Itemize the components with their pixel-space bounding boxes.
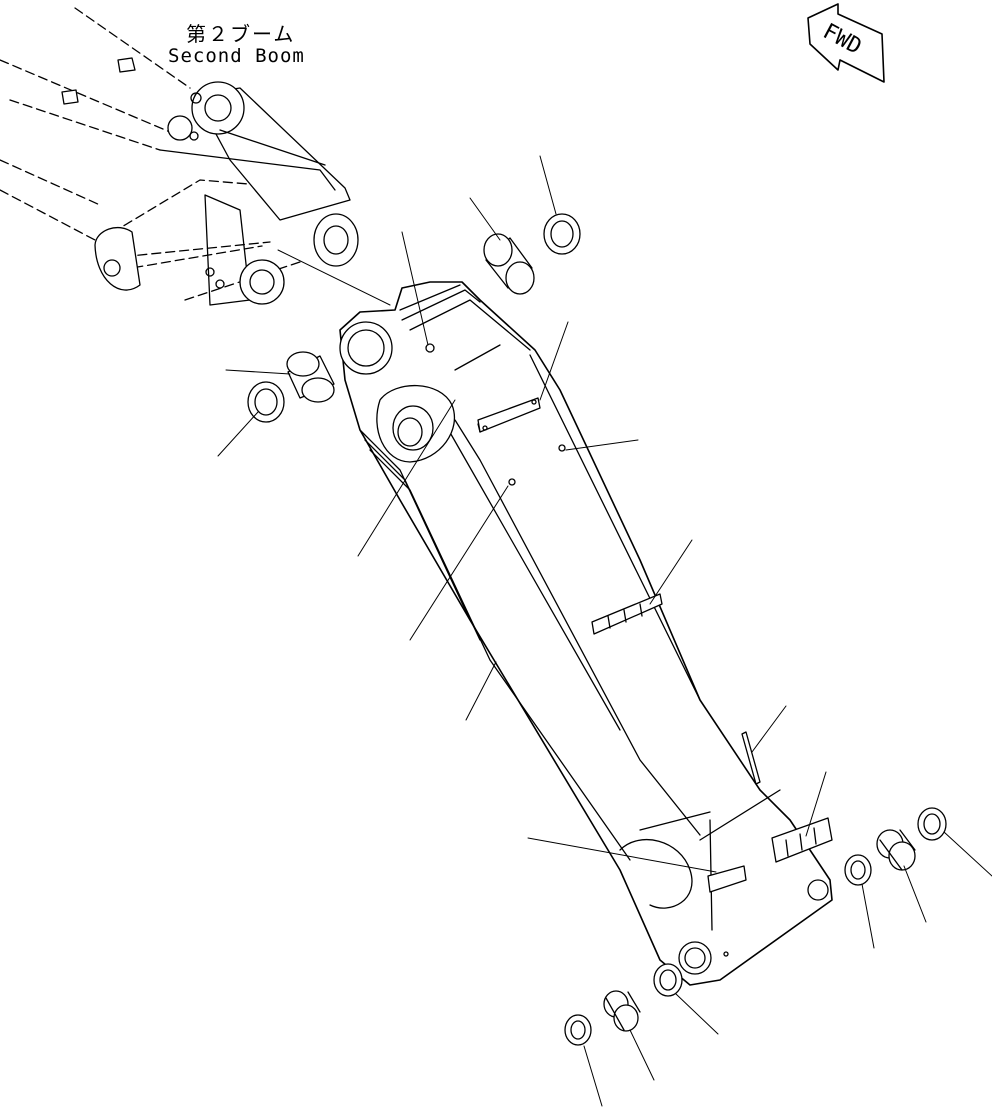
leader-lines <box>217 155 992 1107</box>
bushing-lower-right <box>876 829 916 871</box>
diagram-title-en: Second Boom <box>168 45 305 67</box>
forward-arrow-icon: FWD <box>807 3 885 83</box>
bushing-upper-a <box>313 213 359 267</box>
bushing-left <box>286 351 335 403</box>
bushing-bottom <box>603 990 641 1032</box>
seal-lower-right-a <box>917 807 947 841</box>
seal-upper-right <box>543 213 581 255</box>
clamp-upper <box>477 397 541 433</box>
seal-bottom-a <box>653 963 683 997</box>
clamp-bottom <box>707 865 747 893</box>
seal-bottom-b <box>564 1014 592 1046</box>
diagram-title-jp: 第２ブーム <box>186 22 296 46</box>
bushing-upper-right <box>483 233 535 295</box>
arm-body <box>339 281 833 986</box>
seal-left <box>247 381 285 423</box>
clamp-middle <box>591 593 663 635</box>
seal-lower-right-b <box>844 854 872 886</box>
bracket-lower-right <box>741 731 761 785</box>
second-boom-end <box>61 57 351 306</box>
